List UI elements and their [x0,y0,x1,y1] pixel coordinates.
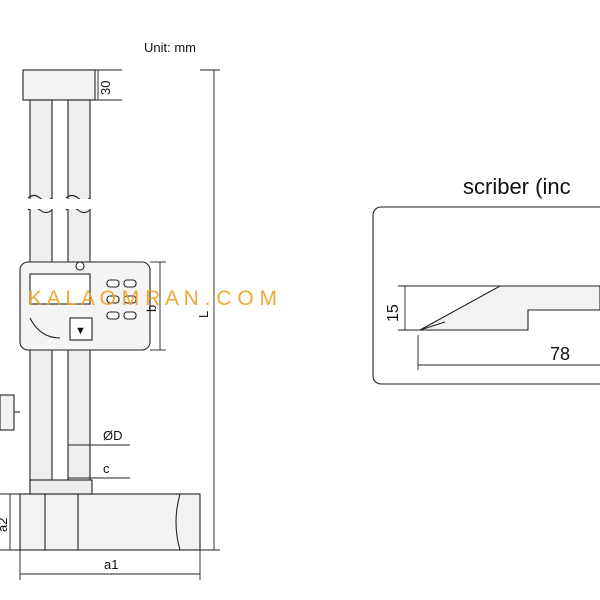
scriber-dim-thickness: 15 [385,304,402,322]
top-block [22,69,96,101]
dim-a2: a2 [0,518,10,532]
base [19,493,201,551]
button-4 [123,295,137,304]
dim-c: c [103,461,110,476]
height-gauge-front-view [0,69,201,551]
button-3 [106,295,120,304]
gauge-dimension-lines [0,69,220,580]
dim-L: L [196,311,211,318]
dim-a1: a1 [104,557,118,572]
lcd-screen [29,273,91,305]
fine-adjust [0,394,15,431]
dim-D: ØD [103,428,123,443]
dim-30: 30 [98,81,113,95]
button-1 [106,279,120,288]
button-2 [123,279,137,288]
down-arrow-icon: ▼ [75,325,86,337]
scriber-title: scriber (inc [463,174,571,199]
unit-label: Unit: mm [144,40,196,55]
scriber-detail [372,206,600,385]
column-foot [29,479,93,495]
scriber-dim-length: 78 [550,344,570,364]
button-5 [106,311,120,320]
dim-b: b [144,305,159,312]
watermark: K A L A O M R A N . C O M [28,287,277,310]
button-6 [123,311,137,320]
down-button [69,317,93,341]
scriber-dimension-lines [398,285,600,370]
